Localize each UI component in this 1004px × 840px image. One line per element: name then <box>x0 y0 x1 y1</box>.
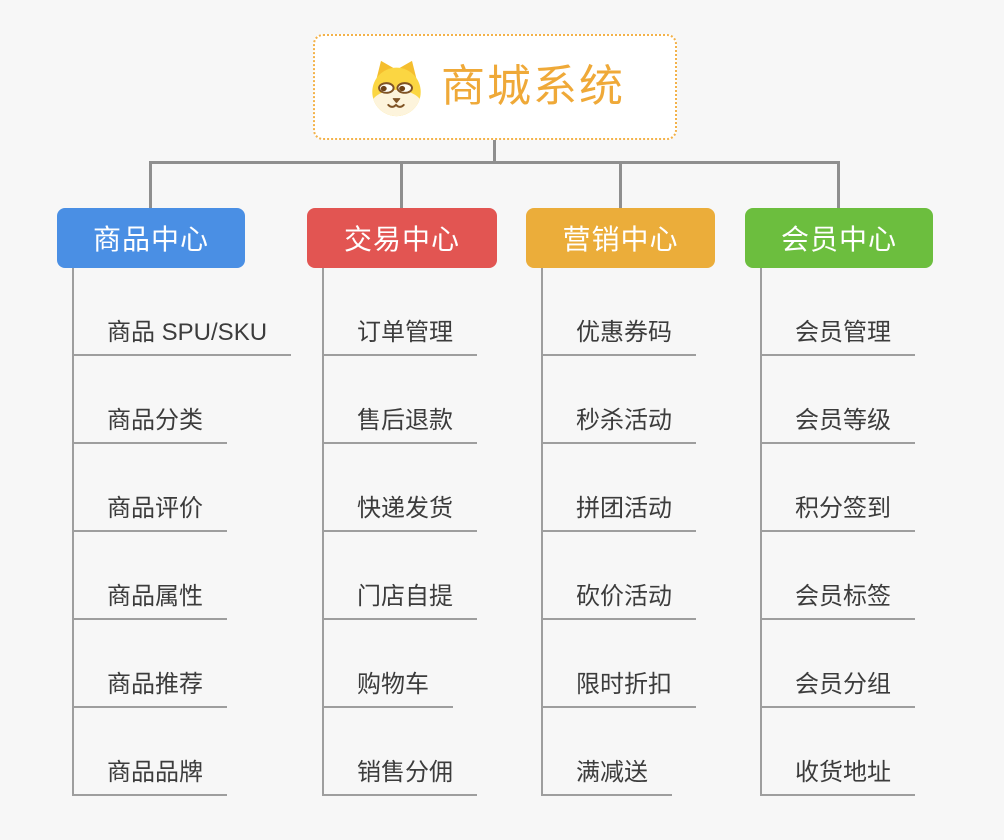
child-topic[interactable]: 优惠券码 <box>543 319 696 356</box>
branch-marketing-center: 营销中心 优惠券码 秒杀活动 拼团活动 砍价活动 限时折扣 满减送 <box>526 208 715 796</box>
child-topic[interactable]: 销售分佣 <box>324 759 477 796</box>
child-topic[interactable]: 秒杀活动 <box>543 407 696 444</box>
child-topic[interactable]: 订单管理 <box>324 319 477 356</box>
branch-children-member: 会员管理 会员等级 积分签到 会员标签 会员分组 收货地址 <box>760 268 933 796</box>
branch-children-marketing: 优惠券码 秒杀活动 拼团活动 砍价活动 限时折扣 满减送 <box>541 268 715 796</box>
dog-face-icon <box>365 56 428 118</box>
child-topic[interactable]: 会员分组 <box>762 671 915 708</box>
branch-children-goods: 商品 SPU/SKU 商品分类 商品评价 商品属性 商品推荐 商品品牌 <box>72 268 292 796</box>
connector-horizontal-bar <box>149 161 840 164</box>
connector-drop-goods <box>149 161 152 209</box>
child-topic[interactable]: 门店自提 <box>324 583 477 620</box>
child-topic[interactable]: 拼团活动 <box>543 495 696 532</box>
branch-children-trade: 订单管理 售后退款 快递发货 门店自提 购物车 销售分佣 <box>322 268 497 796</box>
connector-drop-marketing <box>619 161 622 209</box>
connector-root-stem <box>493 140 496 163</box>
branch-box-marketing-center[interactable]: 营销中心 <box>526 208 715 268</box>
child-topic[interactable]: 购物车 <box>324 671 453 708</box>
child-topic[interactable]: 砍价活动 <box>543 583 696 620</box>
child-topic[interactable]: 商品推荐 <box>74 671 227 708</box>
child-topic[interactable]: 商品品牌 <box>74 759 227 796</box>
branch-trade-center: 交易中心 订单管理 售后退款 快递发货 门店自提 购物车 销售分佣 <box>307 208 497 796</box>
child-topic[interactable]: 商品 SPU/SKU <box>74 319 292 356</box>
child-topic[interactable]: 商品属性 <box>74 583 227 620</box>
branch-member-center: 会员中心 会员管理 会员等级 积分签到 会员标签 会员分组 收货地址 <box>745 208 933 796</box>
child-topic[interactable]: 商品分类 <box>74 407 227 444</box>
child-topic[interactable]: 会员标签 <box>762 583 915 620</box>
root-title: 商城系统 <box>441 62 625 111</box>
child-topic[interactable]: 商品评价 <box>74 495 227 532</box>
branch-box-member-center[interactable]: 会员中心 <box>745 208 933 268</box>
child-topic[interactable]: 会员管理 <box>762 319 915 356</box>
child-topic[interactable]: 满减送 <box>543 759 672 796</box>
child-topic[interactable]: 快递发货 <box>324 495 477 532</box>
branch-goods-center: 商品中心 商品 SPU/SKU 商品分类 商品评价 商品属性 商品推荐 商品品牌 <box>57 208 292 796</box>
connector-drop-member <box>837 161 840 209</box>
child-topic[interactable]: 会员等级 <box>762 407 915 444</box>
connector-drop-trade <box>400 161 403 209</box>
branch-box-goods-center[interactable]: 商品中心 <box>57 208 245 268</box>
branch-box-trade-center[interactable]: 交易中心 <box>307 208 497 268</box>
child-topic[interactable]: 收货地址 <box>762 759 915 796</box>
root-node[interactable]: 商城系统 <box>313 34 677 140</box>
child-topic[interactable]: 积分签到 <box>762 495 915 532</box>
child-topic[interactable]: 售后退款 <box>324 407 477 444</box>
child-topic[interactable]: 限时折扣 <box>543 671 696 708</box>
